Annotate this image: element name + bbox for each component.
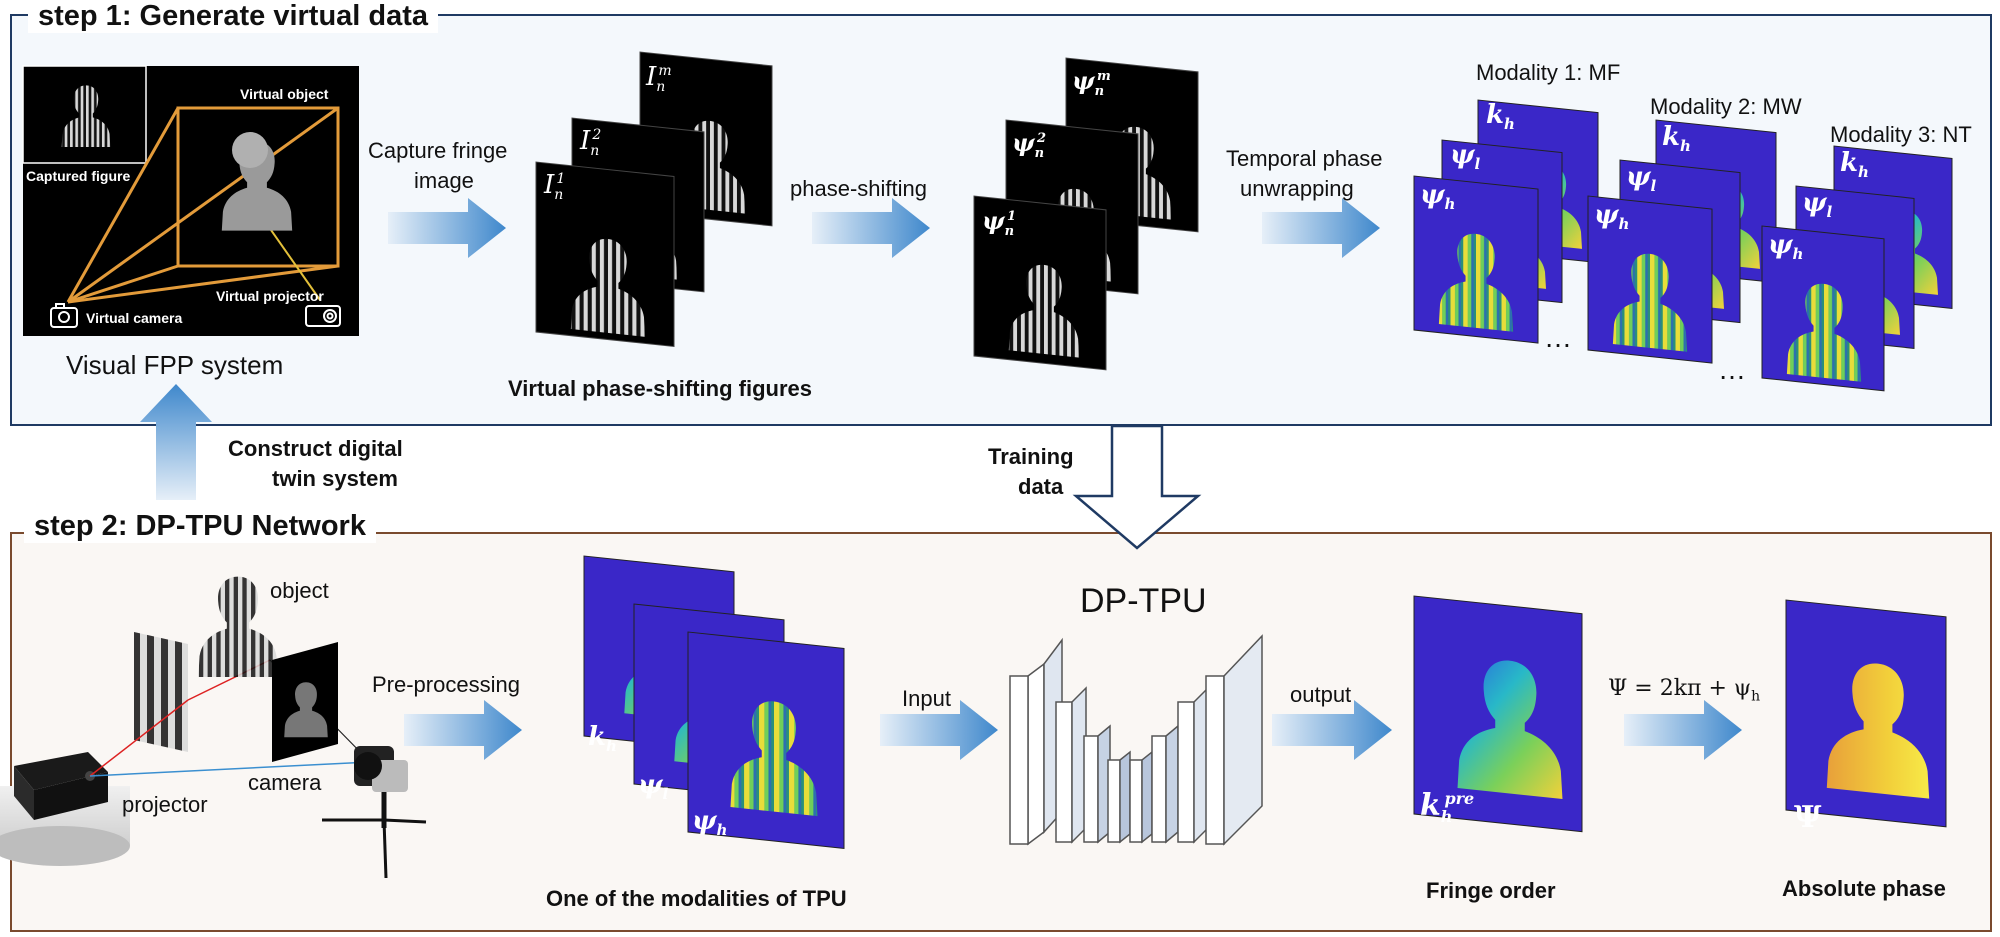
tpu-label-line2: unwrapping	[1240, 176, 1354, 201]
camera-label: camera	[248, 770, 322, 795]
ellipsis-2: …	[1718, 354, 1746, 385]
output-label: output	[1290, 682, 1352, 707]
step2-title: step 2: DP-TPU Network	[24, 510, 376, 543]
capture-label-line1: Capture fringe	[368, 138, 508, 163]
modality-3-title: Modality 3: NT	[1830, 122, 1972, 147]
m1-kh: kh	[1486, 100, 1515, 134]
m2-psih: ψh	[1594, 200, 1630, 234]
absolute-phase-caption: Absolute phase	[1782, 876, 1946, 901]
input-label: Input	[902, 686, 951, 711]
construct-line1: Construct digital	[228, 436, 403, 461]
virtual-projector-icon	[305, 305, 341, 327]
ellipsis-1: …	[1544, 322, 1572, 353]
arrow-input	[880, 700, 998, 760]
psi-label-m: ψnm	[1072, 66, 1111, 99]
virtual-camera-label: Virtual camera	[86, 310, 183, 326]
step1-title: step 1: Generate virtual data	[28, 0, 439, 33]
m2-psil: ψl	[1626, 162, 1657, 196]
arrow-capture	[388, 198, 506, 258]
fpp-caption: Visual FPP system	[66, 350, 284, 380]
m2-kh: kh	[1662, 122, 1691, 156]
m3-psih: ψh	[1768, 230, 1804, 264]
modality-stacks	[1413, 99, 1953, 392]
fringe-order-image	[1413, 595, 1583, 833]
phase-shift-label: phase-shifting	[790, 176, 927, 201]
modality-1-title: Modality 1: MF	[1476, 60, 1621, 85]
intensity-stack	[535, 51, 773, 348]
fringe-order-symbol: khpre	[1420, 788, 1475, 826]
tpu-label-line1: Temporal phase	[1226, 146, 1383, 171]
projector-label: projector	[122, 792, 208, 817]
modalities-caption: One of the modalities of TPU	[546, 886, 847, 911]
dp-tpu-network-graphic	[1009, 634, 1263, 846]
virtual-object-label: Virtual object	[240, 86, 329, 102]
modality-2-title: Modality 2: MW	[1650, 94, 1802, 119]
fringe-order-caption: Fringe order	[1426, 878, 1556, 903]
m3-psil: ψl	[1802, 188, 1833, 222]
absolute-phase-image	[1785, 599, 1947, 828]
input-modality-stack	[583, 555, 845, 849]
arrow-equation	[1624, 700, 1742, 760]
object-label: object	[270, 578, 329, 603]
construct-line2: twin system	[272, 466, 398, 491]
input-psil: ψl	[638, 770, 669, 804]
preprocessing-label: Pre-processing	[372, 672, 520, 697]
arrow-tpu	[1262, 198, 1380, 258]
training-line1: Training	[988, 444, 1074, 469]
hardware-scene	[0, 576, 427, 879]
wrapped-phase-stack	[973, 57, 1199, 371]
arrow-phase-shifting	[812, 198, 930, 258]
virtual-projector-label: Virtual projector	[216, 288, 324, 304]
capture-label-line2: image	[414, 168, 474, 193]
intensity-label-m: Inm	[646, 62, 672, 96]
training-line2: data	[1018, 474, 1064, 499]
intensity-label-2: In2	[580, 126, 602, 160]
psi-label-1: ψn1	[982, 206, 1017, 239]
fpp-frustum	[66, 106, 340, 304]
m1-psil: ψl	[1450, 140, 1481, 174]
input-psih: ψh	[692, 806, 728, 840]
captured-figure-label: Captured figure	[26, 168, 131, 184]
arrow-construct	[140, 384, 212, 500]
m1-psih: ψh	[1420, 180, 1456, 214]
m3-kh: kh	[1840, 148, 1869, 182]
virtual-camera-icon	[50, 303, 78, 328]
arrow-output	[1272, 700, 1392, 760]
intensity-label-1: In1	[544, 170, 566, 204]
input-kh: kh	[588, 722, 617, 756]
arrow-preprocessing	[404, 700, 522, 760]
unwrap-equation: Ψ = 2kπ + ψh	[1608, 676, 1761, 705]
arrow-training-data	[1072, 424, 1202, 550]
absolute-phase-symbol: Ψ	[1794, 800, 1822, 835]
virtual-figures-caption: Virtual phase-shifting figures	[508, 376, 812, 401]
psi-label-2: ψn2	[1012, 128, 1047, 161]
network-label: DP-TPU	[1080, 582, 1207, 620]
